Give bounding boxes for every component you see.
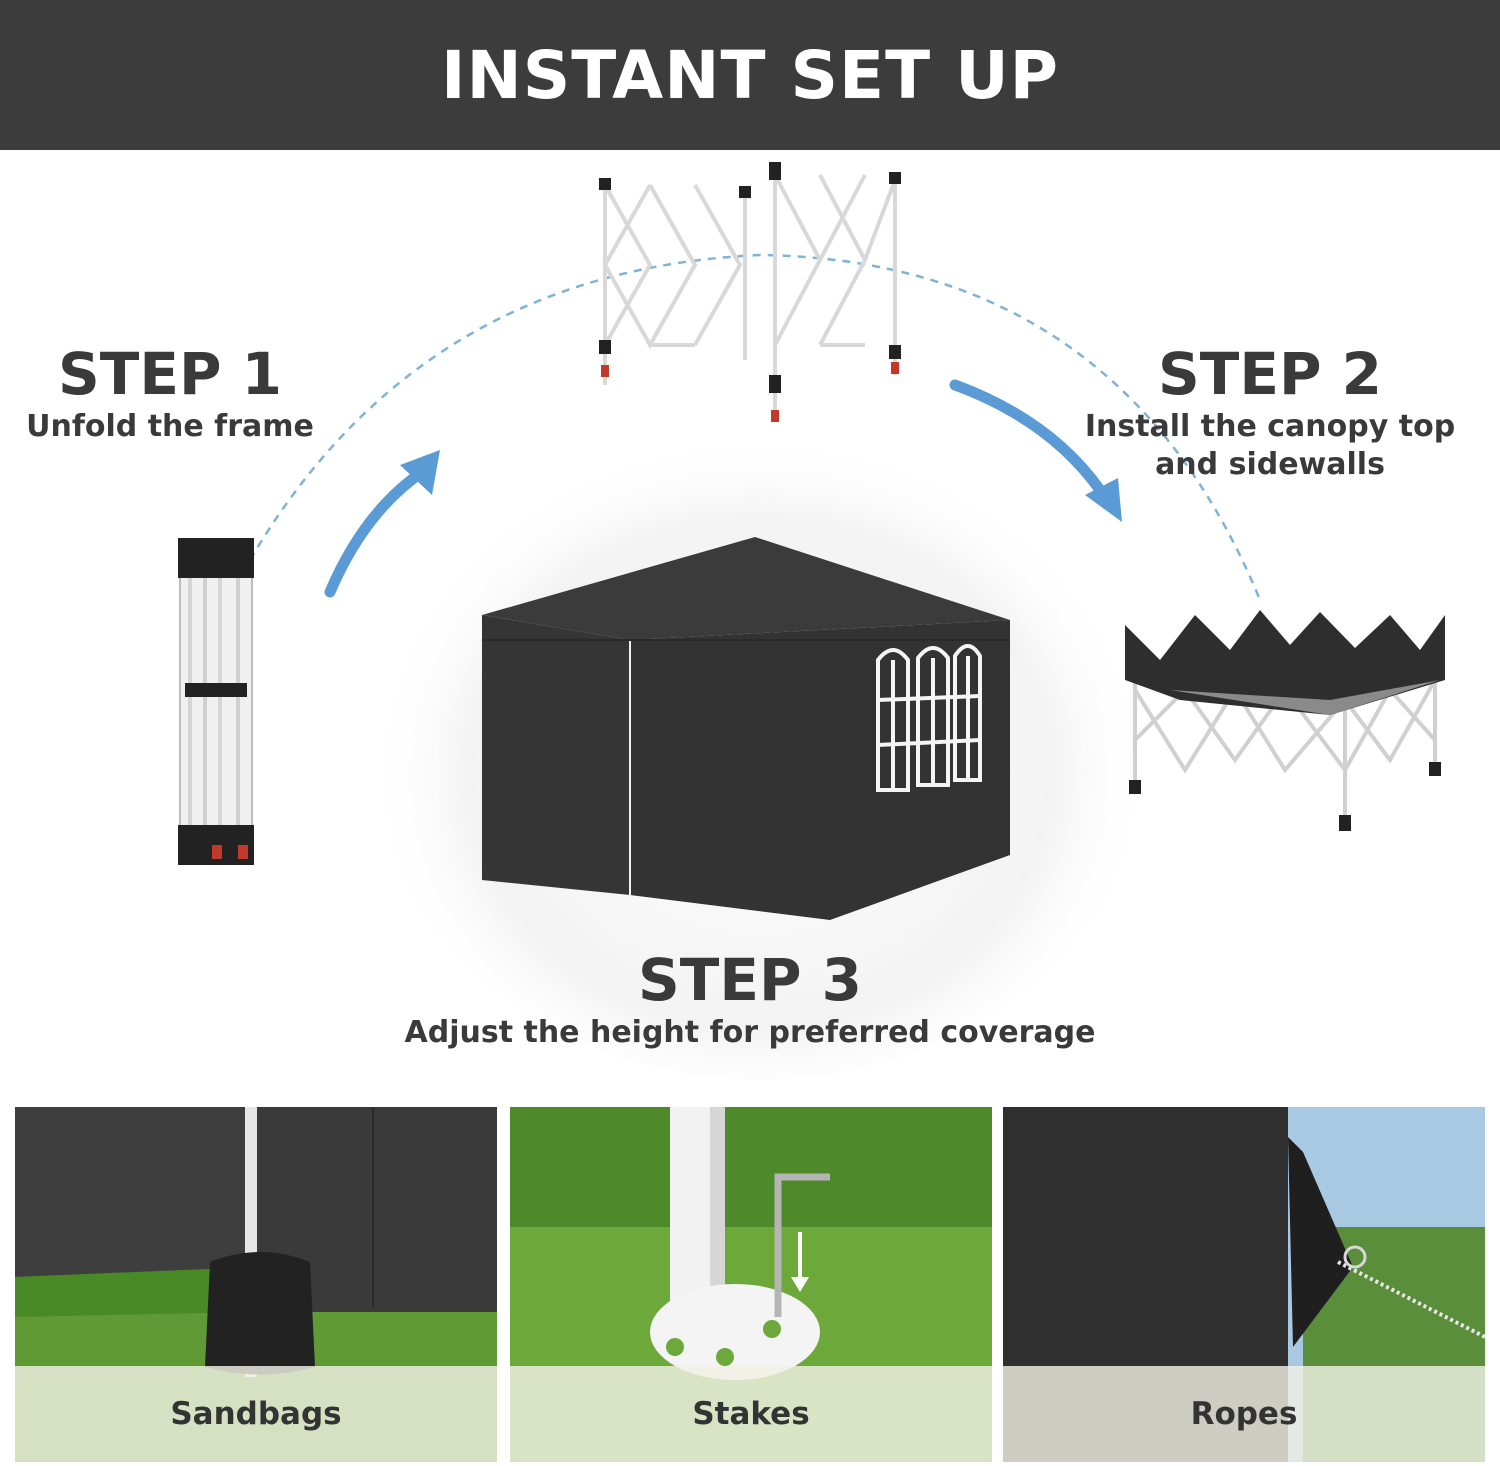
step1-title: STEP 1 — [57, 340, 282, 408]
arrow-step1 — [324, 464, 431, 598]
accessory-panel-stakes: Stakes — [510, 1107, 992, 1462]
arrow-step2 — [949, 379, 1106, 496]
accessory-panel-sandbags: Sandbags — [15, 1107, 497, 1462]
assembled-tent-image — [482, 537, 1010, 920]
step2-description-line2: and sidewalls — [1155, 447, 1385, 482]
stakes-label: Stakes — [510, 1366, 992, 1462]
step3-title: STEP 3 — [637, 946, 862, 1014]
ropes-label: Ropes — [1003, 1366, 1485, 1462]
setup-diagram-graphic — [178, 162, 1445, 1080]
sandbags-label: Sandbags — [15, 1366, 497, 1462]
step1-description: Unfold the frame — [26, 409, 314, 444]
dashed-arc — [248, 253, 1262, 601]
step2-description-line1: Install the canopy top — [1084, 409, 1456, 444]
setup-illustration: STEP 1 Unfold the frame STEP 2 Install t… — [0, 150, 1500, 1100]
step2-title: STEP 2 — [1157, 340, 1382, 408]
header-banner: INSTANT SET UP — [0, 0, 1500, 150]
canopy-top-frame-image — [1125, 610, 1445, 831]
folded-frame-image — [178, 538, 254, 865]
accessory-panel-ropes: Ropes — [1003, 1107, 1485, 1462]
tent-window — [876, 644, 982, 792]
expanded-frame-image — [599, 162, 901, 422]
step3-description: Adjust the height for preferred coverage — [404, 1015, 1096, 1050]
page-title: INSTANT SET UP — [440, 36, 1060, 114]
